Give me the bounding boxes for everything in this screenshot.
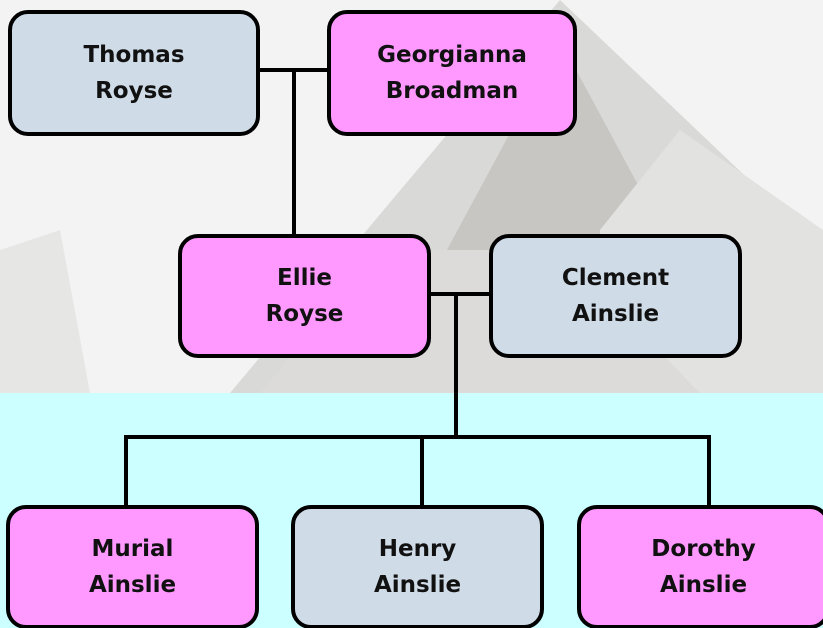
person-henry-ainslie: Henry Ainslie bbox=[291, 505, 544, 628]
person-ellie-royse: Ellie Royse bbox=[178, 234, 431, 358]
person-thomas-royse: Thomas Royse bbox=[8, 10, 260, 136]
last-name: Ainslie bbox=[373, 572, 462, 598]
last-name: Ainslie bbox=[88, 572, 177, 598]
last-name: Ainslie bbox=[659, 572, 748, 598]
first-name: Dorothy bbox=[651, 536, 756, 562]
last-name: Royse bbox=[95, 78, 173, 104]
last-name: Broadman bbox=[385, 78, 519, 104]
first-name: Murial bbox=[91, 536, 174, 562]
first-name: Ellie bbox=[277, 265, 332, 291]
first-name: Henry bbox=[378, 536, 457, 562]
person-murial-ainslie: Murial Ainslie bbox=[6, 505, 259, 628]
first-name: Georgianna bbox=[377, 42, 527, 68]
person-dorothy-ainslie: Dorothy Ainslie bbox=[577, 505, 823, 628]
person-clement-ainslie: Clement Ainslie bbox=[489, 234, 742, 358]
first-name: Thomas bbox=[83, 42, 185, 68]
last-name: Royse bbox=[265, 301, 344, 327]
person-georgianna-broadman: Georgianna Broadman bbox=[327, 10, 577, 136]
last-name: Ainslie bbox=[571, 301, 660, 327]
first-name: Clement bbox=[561, 265, 670, 291]
